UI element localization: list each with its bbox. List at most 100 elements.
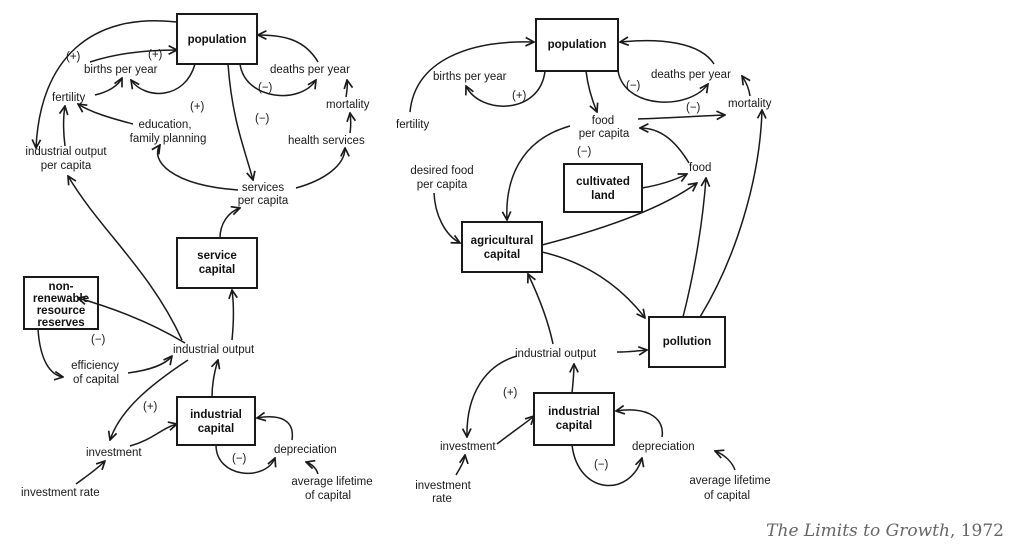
industrial-capital-box	[533, 392, 615, 446]
births-per-year-label: births per year	[84, 64, 158, 76]
arrow	[496, 416, 534, 445]
arrow	[110, 359, 189, 440]
polarity-sign: (+)	[148, 49, 163, 61]
polarity-sign: (+)	[66, 51, 81, 63]
arrow	[212, 360, 218, 398]
polarity-sign: (−)	[686, 102, 701, 114]
population-label: population	[548, 39, 607, 51]
arrow	[620, 41, 715, 65]
industrial-capital-label-2: capital	[198, 423, 234, 435]
polarity-sign: (−)	[91, 334, 106, 346]
pollution-box	[648, 316, 726, 368]
arrow	[572, 364, 574, 394]
average-lifetime-label-2: of capital	[305, 490, 351, 502]
depreciation-label: depreciation	[632, 441, 695, 453]
deaths-per-year-label: deaths per year	[270, 64, 350, 76]
arrow	[742, 76, 751, 97]
polarity-sign: (−)	[232, 453, 247, 465]
food-label: food	[689, 162, 711, 174]
industrial-capital-label: industrial	[190, 409, 242, 421]
polarity-sign: (+)	[143, 401, 158, 413]
investment-rate-label-2: rate	[432, 493, 452, 505]
average-lifetime-label: average lifetime	[291, 476, 372, 488]
arrow	[640, 128, 690, 164]
average-lifetime-label-2: of capital	[704, 490, 750, 502]
polarity-sign: (+)	[190, 101, 205, 113]
arrow	[455, 455, 465, 476]
arrow	[215, 444, 275, 475]
arrow	[528, 274, 554, 345]
arrow	[36, 20, 178, 148]
service-capital-label-2: capital	[199, 264, 235, 276]
education-label-2: family planning	[130, 133, 207, 145]
arrow	[541, 251, 645, 318]
arrow	[466, 70, 546, 107]
fertility-label: fertility	[396, 119, 429, 131]
arrow	[541, 183, 697, 246]
arrow	[89, 50, 177, 63]
source-caption: The Limits to Growth, 1972	[766, 521, 1004, 541]
arrow	[131, 63, 196, 95]
agricultural-capital-label-2: capital	[484, 249, 520, 261]
deaths-per-year-label: deaths per year	[651, 69, 731, 81]
mortality-label: mortality	[728, 98, 772, 110]
arrow	[507, 125, 571, 220]
cultivated-land-box	[563, 163, 643, 213]
efficiency-of-capital-label: efficiency	[71, 360, 119, 372]
industrial-output-per-capita-label: industrial output	[25, 146, 107, 158]
cultivated-land-label: cultivated	[576, 176, 630, 188]
investment-label: investment	[86, 447, 142, 459]
arrow	[232, 290, 234, 341]
arrow	[617, 70, 708, 103]
left-diagram: population service capital non- renewabl…	[21, 13, 373, 502]
arrow	[616, 410, 664, 438]
services-per-capita-label: services	[242, 182, 284, 194]
arrow	[585, 70, 597, 112]
polarity-sign: (−)	[577, 146, 592, 158]
arrow	[68, 176, 183, 341]
arrow	[239, 63, 316, 97]
arrow	[350, 113, 351, 134]
arrow	[64, 106, 66, 147]
nonrenewable-label-1: non-	[49, 281, 74, 293]
arrow	[227, 63, 253, 180]
food-per-capita-label: food	[592, 115, 614, 127]
caption-title: The Limits to Growth	[766, 521, 950, 541]
depreciation-label: depreciation	[274, 444, 337, 456]
arrow	[637, 115, 725, 119]
cultivated-land-label-2: land	[591, 190, 615, 202]
births-per-year-label: births per year	[433, 71, 507, 83]
population-box	[535, 18, 619, 72]
nonrenewable-label-2: renewable	[33, 293, 89, 305]
arrow	[94, 78, 122, 96]
polarity-sign: (−)	[255, 113, 270, 125]
investment-label: investment	[440, 441, 496, 453]
nonrenewable-label-4: reserves	[37, 317, 84, 329]
arrow	[346, 80, 347, 98]
arrow	[295, 148, 345, 189]
polarity-sign: (+)	[503, 387, 518, 399]
health-services-label: health services	[288, 135, 365, 147]
pollution-label: pollution	[663, 336, 712, 348]
arrow	[78, 104, 134, 125]
desired-food-per-capita-label: desired food	[410, 165, 473, 177]
arrow	[75, 461, 105, 485]
industrial-output-label: industrial output	[515, 348, 597, 360]
polarity-sign: (+)	[512, 90, 527, 102]
services-per-capita-label-2: per capita	[238, 195, 289, 207]
arrow	[699, 110, 762, 318]
service-capital-box	[176, 237, 258, 289]
arrow	[257, 417, 294, 441]
education-label: education,	[138, 119, 191, 131]
industrial-capital-label-2: capital	[556, 420, 592, 432]
arrow	[306, 462, 319, 475]
investment-rate-label: investment rate	[21, 487, 100, 499]
arrow	[219, 208, 240, 239]
mortality-label: mortality	[326, 99, 370, 111]
arrow	[616, 350, 647, 352]
arrow	[158, 145, 239, 191]
arrow	[641, 174, 687, 189]
investment-rate-label: investment	[415, 480, 471, 492]
caption-year: , 1972	[949, 521, 1004, 541]
